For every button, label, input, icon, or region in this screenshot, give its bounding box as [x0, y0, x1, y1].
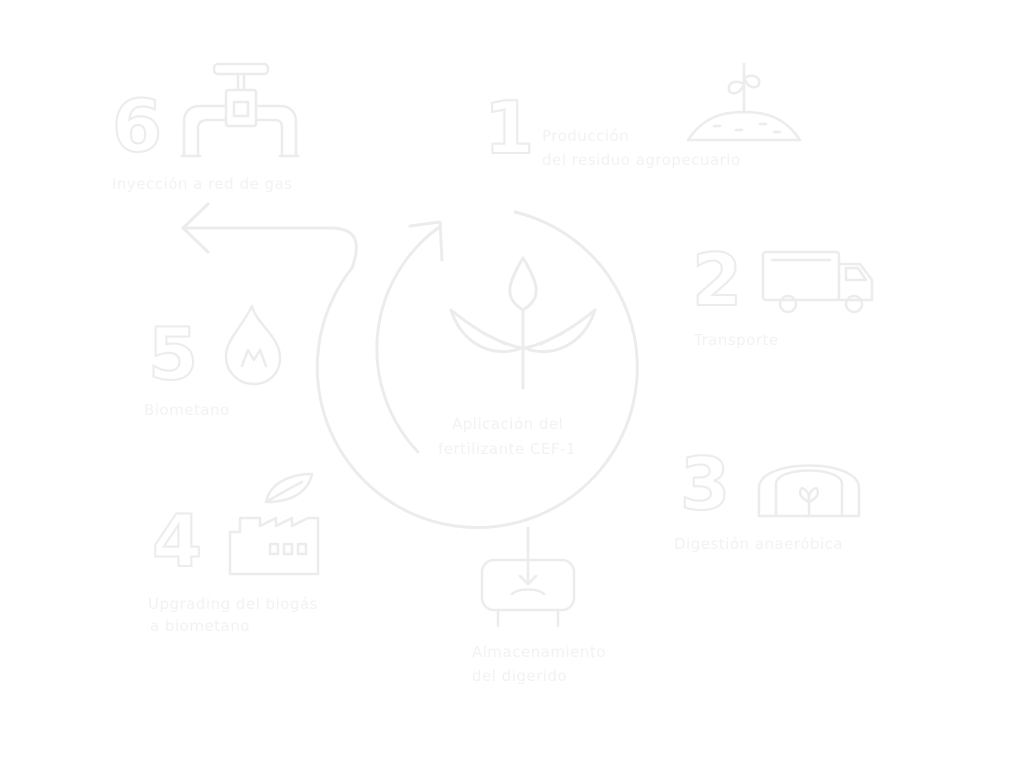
inner-arrowhead	[410, 222, 442, 260]
pipe-valve-icon	[180, 60, 300, 160]
left-arrowhead	[183, 204, 208, 252]
left-arrow-line	[185, 228, 356, 268]
seedling-icon	[443, 248, 603, 398]
factory-leaf-icon	[226, 468, 326, 578]
storage-label-line2: del digerido	[472, 667, 568, 685]
truck-icon	[760, 246, 876, 318]
step-5-label: Biometano	[144, 401, 230, 419]
cycle-arc	[317, 212, 637, 527]
flame-icon	[222, 302, 286, 388]
step-2-label: Transporte	[694, 331, 779, 349]
storage-label-line1: Almacenamiento	[472, 643, 606, 661]
step-2-number: 2	[691, 238, 743, 322]
step-5-number: 5	[147, 312, 199, 396]
inner-arc	[377, 228, 438, 452]
step-4-label-line1: Upgrading del biogás	[148, 595, 318, 613]
tank-icon	[478, 546, 578, 630]
plant-sprout-icon	[684, 56, 804, 146]
step-3-number: 3	[679, 442, 731, 526]
step-4-label-line2: a biometano	[150, 617, 250, 635]
center-label-line2: fertilizante CEF-1	[438, 440, 577, 458]
step-6-number: 6	[111, 84, 163, 168]
step-6-label: Inyección a red de gas	[112, 175, 293, 193]
greenhouse-icon	[756, 448, 862, 520]
step-1-label-line1: Producción	[542, 127, 630, 145]
step-4-number: 4	[151, 499, 203, 583]
step-3-label: Digestión anaeróbica	[674, 535, 844, 553]
step-1-label-line2: del residuo agropecuario	[542, 151, 741, 169]
step-1-number: 1	[483, 86, 535, 170]
center-label-line1: Aplicación del	[452, 415, 564, 433]
